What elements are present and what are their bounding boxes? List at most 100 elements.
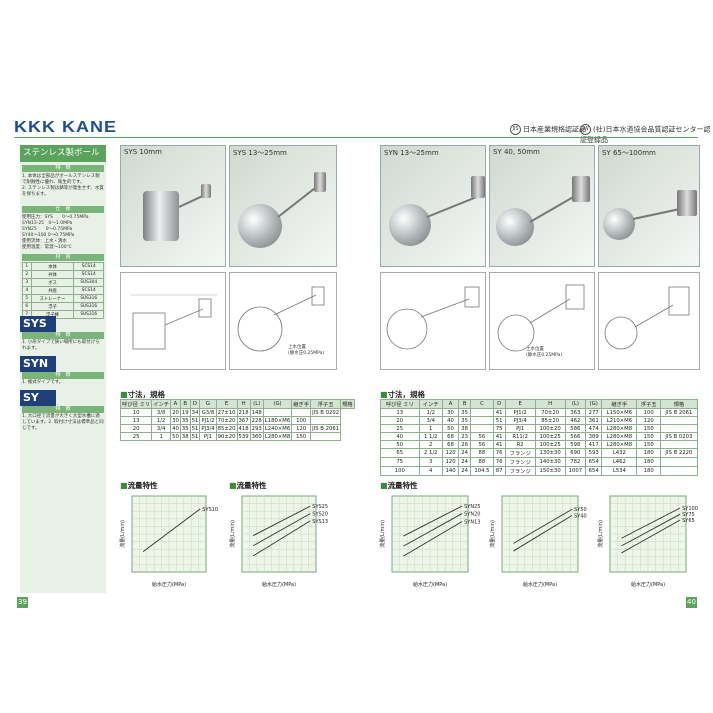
right-table-cell: 100±20 (534, 424, 566, 433)
right-table-cell: PJ3/4 (504, 416, 536, 425)
material-cell: 2 (22, 270, 32, 279)
x-axis-label: 給水圧力(MPa) (413, 581, 447, 588)
left-table-cell: PJ3/4 (199, 424, 217, 433)
right-table-cell: 180 (636, 466, 661, 476)
float-rod (426, 195, 480, 218)
right-table-cell: 566 (564, 432, 587, 441)
left-table-cell (291, 408, 312, 417)
right-table-cell: 2 (418, 440, 443, 449)
sy-badge: SY (20, 390, 56, 406)
right-table-header-cell: 継ぎ手 (601, 399, 638, 409)
left-table-header-cell: インチ (151, 399, 172, 409)
panel-sy40-50: SY 40, 50mm (489, 145, 595, 267)
left-table-cell: 35 (179, 416, 191, 425)
left-table-cell: 51 (189, 416, 201, 425)
float-ball-image (496, 208, 534, 246)
right-table-header-cell: インチ (418, 399, 443, 409)
feature-text: 1. 本体は全部品がオールステンレス製で耐蝕性に優れ、衛生的です。 2. ステン… (22, 174, 104, 198)
left-table-cell: 40 (170, 424, 181, 433)
jw-cert: JW(社)日本水道協会品質認証センター認証登録品 (580, 124, 713, 145)
right-table-cell: L432 (601, 448, 638, 458)
right-table-cell: L150×M6 (601, 408, 638, 417)
sy40-drawing-svg (497, 284, 585, 352)
material-cell: 浮子 (30, 302, 75, 311)
left-table-cell: 10 (119, 408, 153, 417)
material-cell: SUS316 (73, 294, 104, 303)
material-cell: SCS14 (73, 262, 104, 271)
float-ball-image (389, 204, 431, 246)
x-axis-label: 給水圧力(MPa) (523, 581, 557, 588)
material-cell: 6 (22, 302, 32, 311)
header-rule (14, 137, 698, 138)
right-table-header-cell: H (534, 399, 566, 409)
right-table-header-cell: 浮子玉 (636, 399, 661, 409)
right-table-cell: 417 (585, 440, 603, 449)
y-axis-label: 流量(L/min) (229, 520, 236, 548)
left-table-header-cell: 呼び径 ミリ (119, 399, 153, 409)
right-table-cell: 87 (492, 466, 506, 476)
material-cell: SUS316 (73, 302, 104, 311)
spec-line: 使用流体：上水・清水 (22, 239, 67, 244)
series-label: SY40 (574, 513, 587, 519)
right-table-cell: 690 (564, 448, 587, 458)
left-table-cell: 228 (249, 416, 264, 425)
material-cell: 3 (22, 278, 32, 287)
right-table-cell: 1/2 (418, 408, 443, 417)
right-table-cell: 35 (458, 416, 472, 425)
right-table-header-cell: (G) (585, 399, 603, 409)
right-table-header-cell: C (470, 399, 494, 409)
right-table-cell: L534 (601, 466, 638, 476)
right-table-cell: 104.5 (470, 466, 494, 476)
panel-sy65-100: SY 65〜100mm (598, 145, 700, 267)
right-table-cell: 25 (380, 424, 420, 433)
right-table-header-cell: E (504, 399, 536, 409)
drawing-sy65-100 (598, 272, 700, 370)
series-line (252, 505, 311, 537)
right-table-cell (659, 466, 699, 476)
right-table-cell: 40 (380, 432, 420, 441)
left-table-header-cell: A (170, 399, 181, 409)
float-ball-image (238, 204, 282, 248)
right-table-cell: 75 (380, 457, 420, 467)
right-table-cell: 782 (564, 457, 587, 467)
left-table-cell: 35 (179, 424, 191, 433)
left-table-section: ■寸法，規格 (120, 390, 166, 399)
sidebar-title: ステンレス製ボールタップ (20, 145, 106, 175)
jis-mark-icon: JIS (510, 124, 521, 135)
right-table-cell: 56 (470, 432, 494, 441)
material-header: 材 質 (22, 254, 104, 261)
right-table-cell: R2 (504, 440, 536, 449)
right-table-cell: 150 (636, 424, 661, 433)
page-number-right: 40 (686, 597, 697, 608)
right-table-cell: 3/4 (418, 416, 443, 425)
sys-badge: SYS (20, 316, 56, 332)
material-cell: 4 (22, 286, 32, 295)
right-table-cell: 41 (492, 432, 506, 441)
section-title: 流量特性 (127, 481, 158, 490)
right-table-cell: 76 (492, 457, 506, 467)
sy-feature-header: 特 徴 (22, 406, 104, 413)
sys13-drawing-svg (237, 286, 325, 352)
left-table-cell: 218 (236, 408, 251, 417)
right-table-cell: 76 (492, 448, 506, 458)
left-table-cell: 90±20 (215, 432, 238, 441)
series-line (252, 513, 311, 547)
y-axis-label: 流量(L/min) (597, 520, 604, 548)
series-line (513, 515, 573, 552)
right-table-header-cell: B (458, 399, 472, 409)
right-table-cell: 654 (585, 466, 603, 476)
right-table-cell: R11/2 (504, 432, 536, 441)
right-table-cell: 150 (636, 432, 661, 441)
